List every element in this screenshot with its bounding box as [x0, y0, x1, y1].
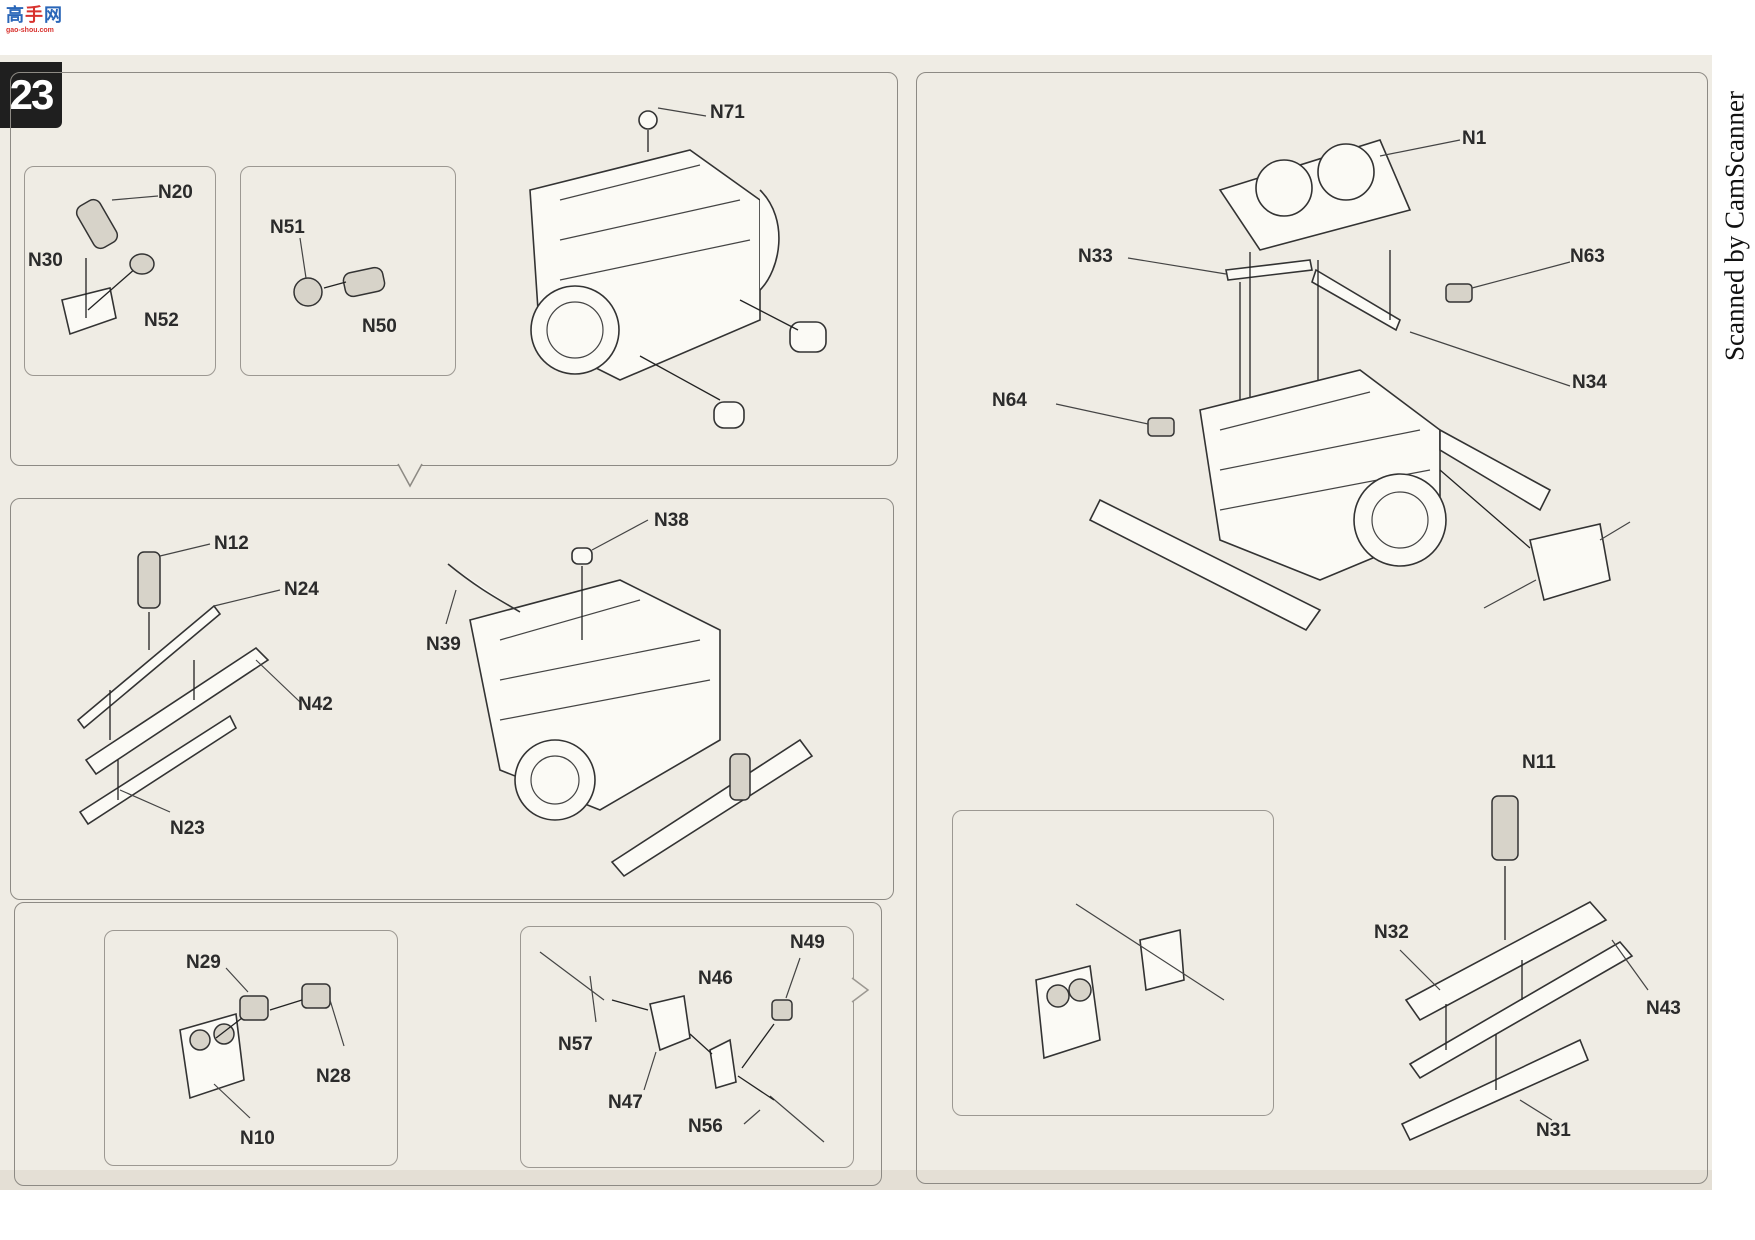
part-label-n39: N39 [426, 634, 461, 655]
part-label-n46: N46 [698, 968, 733, 989]
part-label-n31: N31 [1536, 1120, 1571, 1141]
part-label-n51: N51 [270, 217, 305, 238]
part-label-n23: N23 [170, 818, 205, 839]
part-label-n52: N52 [144, 310, 179, 331]
panel-top-left [10, 72, 898, 466]
part-label-n32: N32 [1374, 922, 1409, 943]
part-label-n47: N47 [608, 1092, 643, 1113]
part-label-n56: N56 [688, 1116, 723, 1137]
part-label-n24: N24 [284, 579, 319, 600]
part-label-n10: N10 [240, 1128, 275, 1149]
part-label-n42: N42 [298, 694, 333, 715]
part-label-n29: N29 [186, 952, 221, 973]
panel-bottom-left [14, 902, 882, 1186]
part-label-n38: N38 [654, 510, 689, 531]
panel-middle-left [10, 498, 894, 900]
part-label-n30: N30 [28, 250, 63, 271]
part-label-n12: N12 [214, 533, 249, 554]
part-label-n33: N33 [1078, 246, 1113, 267]
logo-char-3: 网 [44, 5, 63, 26]
logo-url: gao-shou.com [6, 27, 54, 34]
subpanel-n51-n50 [240, 166, 456, 376]
part-label-n28: N28 [316, 1066, 351, 1087]
part-label-n64: N64 [992, 390, 1027, 411]
part-label-n71: N71 [710, 102, 745, 123]
logo-char-2: 手 [25, 5, 44, 26]
subpanel-n46-n57 [520, 926, 854, 1168]
panel-right [916, 72, 1708, 1184]
scanner-watermark: Scanned by CamScanner [1718, 66, 1752, 386]
part-label-n63: N63 [1570, 246, 1605, 267]
part-label-n50: N50 [362, 316, 397, 337]
part-label-n20: N20 [158, 182, 193, 203]
part-label-n11: N11 [1522, 752, 1556, 773]
part-label-n43: N43 [1646, 998, 1681, 1019]
part-label-n49: N49 [790, 932, 825, 953]
logo-char-1: 高 [6, 5, 25, 26]
scanner-watermark-text: Scanned by CamScanner [1719, 91, 1750, 361]
site-logo: 高手网 gao-shou.com [6, 6, 70, 42]
part-label-n34: N34 [1572, 372, 1607, 393]
part-label-n1: N1 [1462, 128, 1487, 149]
part-label-n57: N57 [558, 1034, 593, 1055]
subpanel-n20-n30 [24, 166, 216, 376]
subpanel-n10-assembled [952, 810, 1274, 1116]
subpanel-n10-n28-n29 [104, 930, 398, 1166]
